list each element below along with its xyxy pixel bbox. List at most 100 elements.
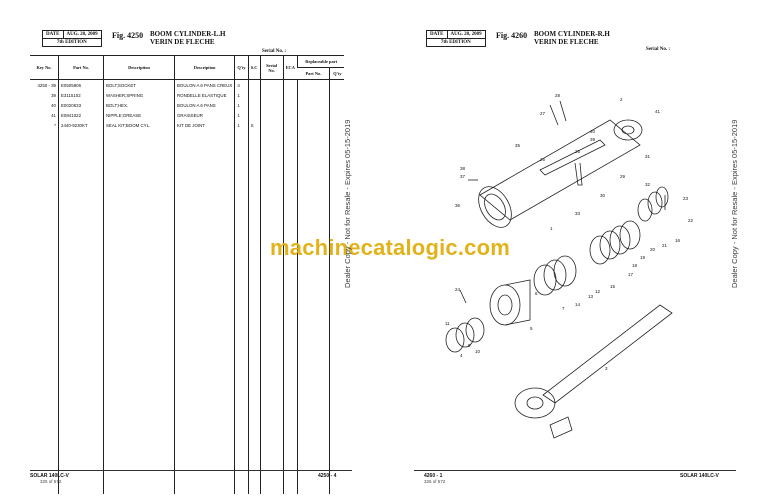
side-stamp-right: Dealer Copy - Not for Resale - Expires 0…	[730, 119, 739, 288]
rod-cover	[489, 284, 521, 326]
cell-eca	[282, 110, 298, 120]
callout: 16	[675, 238, 681, 243]
bolt	[559, 100, 567, 122]
col-key-no: Key No.	[30, 55, 59, 80]
cell-part-no: E0020633	[58, 100, 104, 110]
table-row: 41 E0841022 NIPPLE;GREASE GRAISSEUR 1	[30, 110, 345, 120]
col-replaceable: Replaceable part	[296, 55, 345, 68]
piston-ring	[589, 235, 611, 265]
cell-key-no: 40	[51, 102, 56, 108]
callout: 19	[640, 255, 646, 260]
cell-sc	[247, 79, 261, 90]
col-sc: S.C	[247, 55, 261, 80]
piston-ring	[599, 230, 621, 260]
callout: 24	[455, 287, 461, 292]
date-value: AUG. 20, 2009	[66, 32, 98, 37]
footer-model: SOLAR 140LC-V	[680, 473, 719, 479]
date-label: DATE	[427, 31, 448, 38]
bolt	[549, 104, 559, 126]
cell-repl-part-no	[296, 100, 330, 110]
piston-ring	[609, 225, 631, 255]
edition: 7th EDITION	[440, 40, 471, 45]
fig-title-fr: VERIN DE FLECHE	[534, 38, 599, 46]
footer-rule	[30, 470, 352, 471]
piston-seal	[553, 255, 577, 287]
cell-repl-part-no	[296, 90, 330, 100]
fig-title-en: BOOM CYLINDER-L.H	[150, 30, 226, 38]
cell-key-no: *	[54, 122, 56, 128]
cell-serial-no	[259, 110, 284, 120]
cell-part-no: E3115102	[58, 90, 104, 100]
col-part-no: Part No.	[58, 55, 104, 80]
table-row: 39 E3115102 WASHER;SPRING RONDELLE ELAST…	[30, 90, 345, 100]
cell-description-fr: GRAISSEUR	[173, 110, 235, 120]
cell-sc	[247, 100, 261, 110]
footer-left: SOLAR 140LC-V 325 of 572	[30, 473, 69, 484]
col-repl-qty: Q'ty	[329, 67, 345, 80]
callout: 26	[540, 157, 546, 162]
seal-ring	[637, 198, 653, 222]
seal-ring	[655, 186, 669, 208]
figure-title: BOOM CYLINDER-R.H VERIN DE FLECHE	[534, 30, 610, 46]
footer-page-no: 4250 - 4	[318, 473, 337, 479]
callout: 5	[530, 326, 533, 331]
callout: 10	[475, 349, 481, 354]
cell-repl-qty	[329, 120, 345, 130]
col-repl-part-no: Part No.	[297, 67, 330, 80]
cell-description-en: BOLT;SOCKET	[103, 79, 175, 90]
cell-eca	[282, 120, 298, 130]
serial-label: Serial No. :	[262, 49, 287, 54]
col-qty: Q'ty	[234, 55, 249, 80]
serial-label: Serial No. :	[646, 47, 671, 52]
seal-ring	[647, 191, 663, 215]
piston-seal	[543, 259, 567, 291]
cell-part-no: E0841022	[58, 110, 104, 120]
cell-repl-part-no	[296, 79, 330, 90]
callout: 7	[562, 306, 565, 311]
callout: 17	[628, 272, 634, 277]
figure-heading: Fig. 4260	[496, 32, 527, 40]
cell-eca	[282, 90, 298, 100]
exploded-diagram: 28 2 41 27 40 39 35 38 37 31 36 26 25 1 …	[445, 93, 694, 439]
fig-title-fr: VERIN DE FLECHE	[150, 38, 215, 46]
cell-sc: S	[247, 120, 261, 130]
callout: 11	[445, 321, 450, 326]
piston-ring	[619, 220, 641, 250]
cell-description-fr: RONDELLE ELASTIQUE	[173, 90, 235, 100]
callout: 15	[610, 284, 616, 289]
rod-seal	[455, 322, 475, 348]
table-row: * 2440-9230KT SEAL KIT;BOOM CYL. KIT DE …	[30, 120, 345, 130]
footer-page-count: 326 of 572	[424, 479, 446, 484]
rod-seal	[445, 327, 465, 353]
callout: 1	[550, 226, 553, 231]
table-row: 40 E0020633 BOLT;HEX. BOULON A 6 PANS 1	[30, 100, 345, 110]
col-description-fr: Description	[173, 55, 235, 80]
callout: 31	[645, 154, 651, 159]
cell-repl-part-no	[296, 110, 330, 120]
parts-table: Key No. Part No. Description Description…	[30, 55, 345, 494]
cell-description-fr: BOULON A 6 PANS	[173, 100, 235, 110]
callout: 41	[655, 109, 661, 114]
callout: 25	[575, 149, 581, 154]
cell-part-no: E0505906	[58, 79, 104, 90]
callout: 39	[590, 137, 596, 142]
footer-model: SOLAR 140LC-V	[30, 473, 69, 479]
cell-serial-no	[259, 120, 284, 130]
cell-qty: 1	[234, 90, 249, 100]
cell-eca	[282, 79, 298, 90]
cell-repl-part-no	[296, 120, 330, 130]
cell-repl-qty	[329, 79, 345, 90]
cell-description-en: SEAL KIT;BOOM CYL.	[103, 120, 175, 130]
cell-description-en: BOLT;HEX.	[103, 100, 175, 110]
cell-part-no: 2440-9230KT	[58, 120, 104, 130]
callout: 32	[645, 182, 651, 187]
cell-eca	[282, 100, 298, 110]
fig-title-en: BOOM CYLINDER-R.H	[534, 30, 610, 38]
grease-pipe	[574, 162, 583, 186]
cell-repl-qty	[329, 100, 345, 110]
callout: 28	[555, 93, 561, 98]
fig-number: Fig. 4250	[112, 31, 144, 40]
callout: 36	[455, 203, 461, 208]
figure-title: BOOM CYLINDER-L.H VERIN DE FLECHE	[150, 30, 225, 46]
